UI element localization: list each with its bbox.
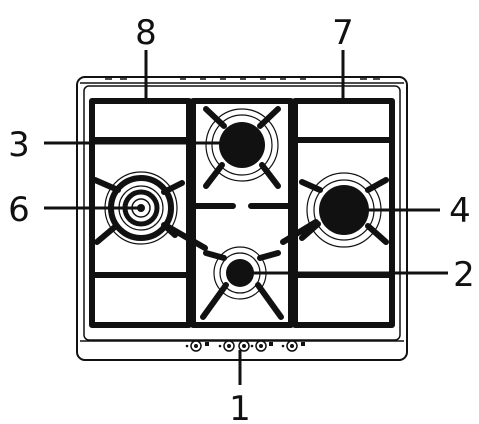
callout-3: 3: [8, 125, 30, 165]
callout-7: 7: [332, 13, 354, 53]
burner-top-center: [205, 108, 279, 182]
callout-4: 4: [449, 191, 471, 231]
callout-labels: 1 2 3 4 6 7 8: [8, 13, 475, 424]
callout-6: 6: [8, 190, 30, 230]
right-burner-arms: [280, 177, 389, 245]
pan-support-right-grate: [292, 98, 395, 328]
hob-inner-frame: [83, 85, 401, 341]
bottom-burner-fingers: [200, 250, 284, 320]
pan-supports: [89, 98, 395, 328]
pan-support-left-grate: [89, 98, 192, 328]
top-burner-fingers: [203, 106, 281, 189]
callout-1: 1: [229, 389, 251, 424]
hob-outer-frame: [76, 76, 408, 361]
control-knobs: [185, 340, 305, 352]
callout-8: 8: [135, 13, 157, 53]
left-burner-arms: [92, 177, 208, 251]
leader-lines: [44, 50, 448, 385]
callout-2: 2: [453, 255, 475, 295]
pan-support-center-grate: [190, 98, 294, 328]
